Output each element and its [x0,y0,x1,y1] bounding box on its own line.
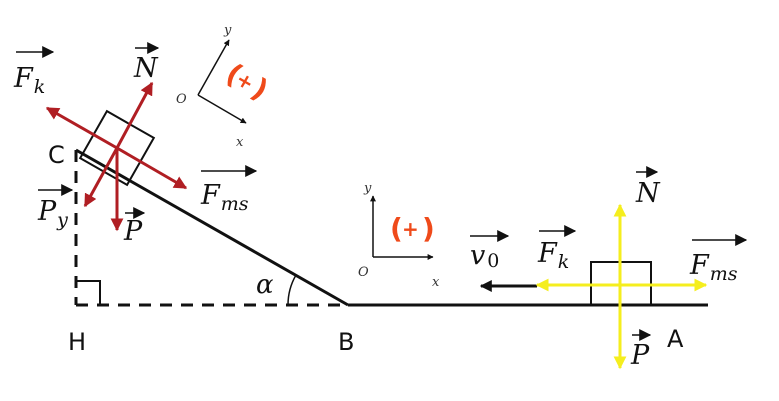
svg-text:Fms: Fms [200,180,249,215]
incline-y-label: y [223,23,232,38]
angle-arc [287,274,297,306]
ground-x-label: x [432,275,440,290]
incline-force-py-arrow [83,147,119,208]
svg-text:Py: Py [37,196,68,231]
ground-axes: O y x ( + ) [358,181,440,290]
ground-fk-label: Fk [537,225,577,273]
ground-n-label: N [635,166,661,209]
incline-force-fk-arrow [45,106,118,150]
svg-text:N: N [133,53,159,84]
incline-origin-label: O [176,92,187,107]
ground-plus-close: ) [422,212,435,245]
incline-fms-label: Fms [200,165,258,215]
point-h-label: H [68,328,86,356]
incline-y-axis [197,39,230,96]
incline-force-fms-arrow [116,146,188,190]
ground-plus-open: ( [390,212,403,245]
ground-origin-label: O [358,265,369,280]
incline-x-label: x [236,135,244,150]
incline-n-label: N [133,42,160,84]
incline-fk-label: Fk [13,46,55,98]
incline-py-label: Py [37,184,74,231]
ground-p-label: P [630,329,652,371]
right-angle-mark [76,280,101,305]
ground-plus-sign: + [402,217,419,241]
point-c-label: C [48,141,65,169]
incline-x-axis [197,94,247,124]
incline-force-n-arrow [115,81,154,149]
svg-text:Fk: Fk [537,238,569,273]
ground-fms-label: Fms [689,234,748,285]
point-a-label: A [667,325,684,353]
incline-line [75,148,349,307]
point-labels: C H B A [48,141,684,356]
incline-positive-direction: ( + ) [220,57,274,107]
ground-y-label: y [363,181,372,196]
svg-text:Fms: Fms [689,250,738,285]
angle-label: α [256,270,274,300]
svg-text:N: N [635,178,661,209]
svg-text:P: P [630,340,650,371]
svg-text:Fk: Fk [13,63,45,98]
point-b-label: B [338,328,354,356]
ground-block-group: N Fk Fms P [535,166,748,371]
svg-text:P: P [123,216,143,247]
incline-axes: O y x ( + ) [176,23,274,150]
incline-block-group: Fk N Fms Py P [13,42,258,247]
incline-p-label: P [123,207,146,247]
